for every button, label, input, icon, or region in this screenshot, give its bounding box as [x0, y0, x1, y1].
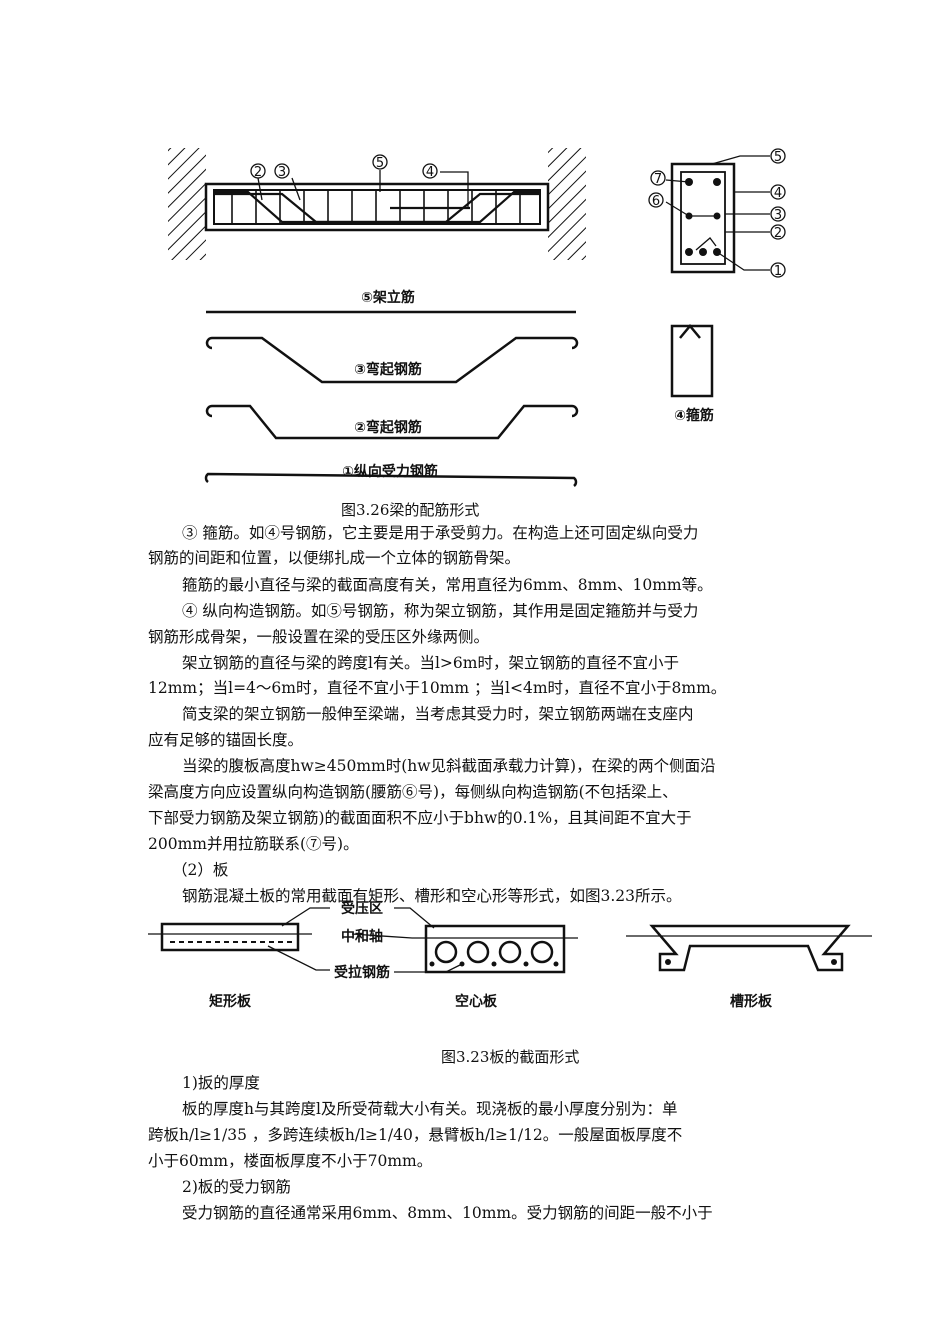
- label-2: 2: [254, 165, 262, 180]
- bar-3-label: ③弯起钢筋: [354, 361, 422, 378]
- text-line: 架立钢筋的直径与梁的跨度l有关。当l>6m时，架立钢筋的直径不宜小于: [182, 654, 679, 672]
- text-line: 下部受力钢筋及架立钢筋)的截面面积不应小于bhw的0.1%，且其间距不宜大于: [148, 809, 692, 827]
- left-support-hatch: [168, 148, 206, 260]
- text-line: 小于60mm，楼面板厚度不小于70mm。: [148, 1152, 433, 1170]
- channel-slab: [626, 924, 872, 972]
- section-heading: （2）板: [172, 861, 229, 879]
- section-label-3: 3: [774, 208, 782, 223]
- bar-3-shape: [205, 336, 579, 384]
- rectangular-slab: [148, 922, 312, 952]
- bar-shapes: [204, 310, 579, 487]
- section-label-6: 6: [652, 194, 660, 209]
- section-label-4: 4: [774, 186, 782, 201]
- text-line: 12mm；当l=4～6m时，直径不宜小于10mm ；当l<4m时，直径不宜小于8…: [148, 679, 727, 697]
- bar-1-label: ①纵向受力钢筋: [342, 463, 438, 480]
- text-line: 钢筋形成骨架，一般设置在梁的受压区外缘两侧。: [148, 628, 490, 646]
- text-line: 箍筋的最小直径与梁的截面高度有关，常用直径为6mm、8mm、10mm等。: [182, 576, 713, 594]
- beam-cross-section: [670, 162, 736, 274]
- text-line: 应有足够的锚固长度。: [148, 731, 304, 749]
- section-heading: 1)扳的厚度: [182, 1074, 260, 1092]
- hollow-slab-label: 空心板: [455, 993, 498, 1010]
- section-label-1: 1: [774, 264, 782, 279]
- beam-bent-bars: [214, 190, 540, 224]
- beam-reinforcement-drawing: 2 3 5 4: [168, 148, 786, 487]
- tension-steel-label: 受拉钢筋: [334, 964, 390, 981]
- hollow-slab: [412, 924, 578, 974]
- bar-2-label: ②弯起钢筋: [354, 419, 422, 436]
- bar-5-label: ⑤架立筋: [361, 289, 415, 306]
- beam-number-labels: 2 3 5 4: [250, 154, 438, 180]
- text-line: 板的厚度h与其跨度l及所受荷载大小有关。现浇板的最小厚度分别为：单: [182, 1100, 678, 1118]
- text-line: 200mm并用拉筋联系(⑦号)。: [148, 835, 359, 853]
- compression-zone-label: 受压区: [341, 900, 383, 917]
- stirrup-shape: [670, 324, 714, 398]
- text-line: 梁高度方向应设置纵向构造钢筋(腰筋⑥号)，每侧纵向构造钢筋(不包括梁上、: [148, 783, 678, 801]
- slab-leader-lines: [267, 907, 463, 973]
- channel-slab-label: 槽形板: [730, 993, 773, 1010]
- beam-stirrups: [231, 190, 521, 224]
- bar-2-shape: [205, 404, 579, 440]
- text-line: 简支梁的架立钢筋一般伸至梁端，当考虑其受力时，架立钢筋两端在支座内: [182, 705, 694, 723]
- section-label-5: 5: [774, 150, 782, 165]
- rectangular-slab-label: 矩形板: [209, 993, 252, 1010]
- figure-beam-reinforcement: 2 3 5 4: [0, 120, 950, 500]
- text-line: 钢筋混凝土板的常用截面有矩形、槽形和空心形等形式，如图3.23所示。: [182, 887, 682, 905]
- text-line: 当梁的腹板高度hw≥450mm时(hw见斜截面承载力计算)，在梁的两个侧面沿: [182, 757, 716, 775]
- section-heading: 2)板的受力钢筋: [182, 1178, 291, 1196]
- text-line: 跨板h/l≥1/35 ，多跨连续板h/l≥1/40，悬臂板h/l≥1/12。一般…: [148, 1126, 683, 1144]
- beam-reinforcement-cage: [213, 189, 541, 225]
- figure-3-23-caption: 图3.23板的截面形式: [441, 1048, 580, 1066]
- text-line: 钢筋的间距和位置，以便绑扎成一个立体的钢筋骨架。: [148, 549, 521, 567]
- figure-3-26-caption: 图3.26梁的配筋形式: [341, 501, 480, 519]
- section-label-2: 2: [774, 226, 782, 241]
- slab-sections-drawing: 受压区 中和轴 受拉钢筋 矩形板 空心板 槽形板: [148, 900, 872, 1010]
- section-number-labels: 5 4 3 2 1 7 6: [648, 148, 786, 279]
- figure-slab-sections: 受压区 中和轴 受拉钢筋 矩形板 空心板 槽形板: [0, 896, 950, 1026]
- label-3: 3: [278, 165, 286, 180]
- right-support-hatch: [548, 148, 586, 260]
- bar-1-shape: [204, 472, 578, 487]
- label-4: 4: [426, 165, 434, 180]
- stirrup-label: ④箍筋: [674, 407, 714, 424]
- section-label-7: 7: [654, 172, 662, 187]
- label-5: 5: [376, 156, 384, 171]
- beam-leader-lines: [257, 170, 469, 208]
- neutral-axis-label: 中和轴: [341, 928, 383, 945]
- text-line: 受力钢筋的直径通常采用6mm、8mm、10mm。受力钢筋的间距一般不小于: [182, 1204, 713, 1222]
- text-line: ④ 纵向构造钢筋。如⑤号钢筋，称为架立钢筋，其作用是固定箍筋并与受力: [182, 602, 699, 620]
- section-leader-lines: [665, 155, 770, 271]
- text-line: ③ 箍筋。如④号钢筋，它主要是用于承受剪力。在构造上还可固定纵向受力: [182, 524, 699, 542]
